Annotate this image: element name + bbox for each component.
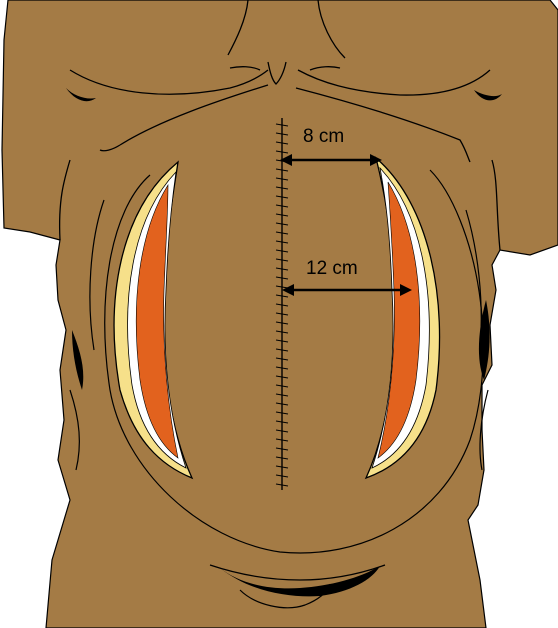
measurement-label-lower: 12 cm — [306, 258, 358, 279]
measurement-label-upper: 8 cm — [303, 126, 344, 147]
